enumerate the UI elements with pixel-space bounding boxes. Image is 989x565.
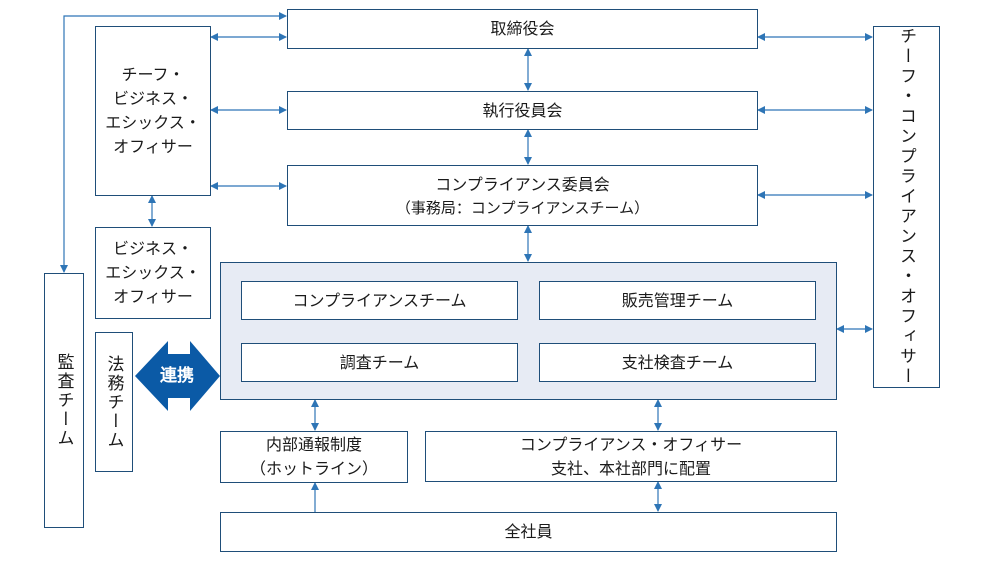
legal-team-box: 法務チーム xyxy=(95,332,133,472)
all-employees-label: 全社員 xyxy=(504,522,553,541)
legal-team-label: 法務チーム xyxy=(103,354,124,450)
business-ethics-officer-box: ビジネス・ エシックス・ オフィサー xyxy=(95,227,211,319)
audit-team-box: 監査チーム xyxy=(44,273,84,528)
compliance-committee-title: コンプライアンス委員会 xyxy=(435,174,610,194)
hotline-box: 内部通報制度 （ホットライン） xyxy=(220,431,408,483)
chief-compliance-officer-box: チーフ・コンプライアンス・オフィサー xyxy=(873,26,940,388)
cooperation-arrow xyxy=(135,341,220,411)
executive-committee-box: 執行役員会 xyxy=(287,91,758,130)
compliance-committee-subtitle: （事務局：コンプライアンスチーム） xyxy=(395,198,650,217)
board-of-directors-label: 取締役会 xyxy=(490,19,555,38)
sales-management-team-box: 販売管理チーム xyxy=(539,281,816,320)
compliance-officers-title: コンプライアンス・オフィサー xyxy=(519,434,743,454)
chief-business-ethics-officer-box: チーフ・ ビジネス・ エシックス・ オフィサー xyxy=(95,26,211,196)
cooperation-label: 連携 xyxy=(160,366,194,386)
chief-compliance-officer-label: チーフ・コンプライアンス・オフィサー xyxy=(896,27,916,387)
compliance-committee-box: コンプライアンス委員会 （事務局：コンプライアンスチーム） xyxy=(287,165,758,226)
investigation-team-box: 調査チーム xyxy=(241,343,518,382)
sales-management-team-label: 販売管理チーム xyxy=(621,290,734,310)
hotline-subtitle: （ホットライン） xyxy=(249,459,378,478)
compliance-team-box: コンプライアンスチーム xyxy=(241,281,518,320)
business-ethics-officer-label: ビジネス・ エシックス・ オフィサー xyxy=(105,239,201,306)
branch-audit-team-box: 支社検査チーム xyxy=(539,343,816,382)
board-of-directors-box: 取締役会 xyxy=(287,9,758,49)
compliance-officers-subtitle: 支社、本社部門に配置 xyxy=(550,458,711,478)
audit-team-label: 監査チーム xyxy=(53,353,74,448)
compliance-officers-box: コンプライアンス・オフィサー 支社、本社部門に配置 xyxy=(425,431,837,482)
compliance-team-label: コンプライアンスチーム xyxy=(292,290,467,310)
investigation-team-label: 調査チーム xyxy=(339,352,420,372)
hotline-title: 内部通報制度 xyxy=(265,435,362,454)
executive-committee-label: 執行役員会 xyxy=(482,100,563,120)
all-employees-box: 全社員 xyxy=(220,512,837,552)
chief-business-ethics-officer-label: チーフ・ ビジネス・ エシックス・ オフィサー xyxy=(105,65,201,156)
branch-audit-team-label: 支社検査チーム xyxy=(621,352,734,372)
